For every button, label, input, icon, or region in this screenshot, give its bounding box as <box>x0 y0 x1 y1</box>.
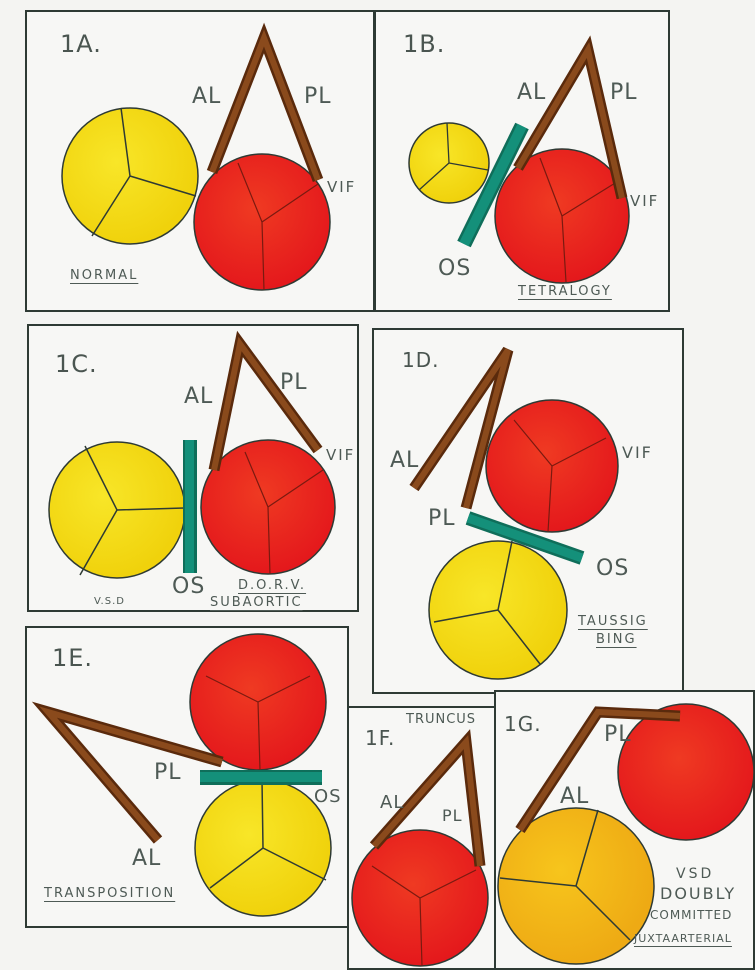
al-label: AL <box>560 784 589 809</box>
doubly-label: DOUBLY <box>660 884 736 903</box>
panel-1c-id: 1C. <box>55 350 98 378</box>
os-label: OS <box>314 786 342 807</box>
diagram-1f <box>352 742 488 966</box>
os-label: OS <box>172 574 205 599</box>
vsd-label: VSD <box>676 866 714 882</box>
committed-label: COMMITTED <box>650 908 732 922</box>
vif-label: VIF <box>326 446 355 464</box>
pulmonary-valve <box>409 123 489 203</box>
panel-1b-caption: TETRALOGY <box>518 284 612 299</box>
truncal-valve <box>352 830 488 966</box>
juxtaarterial-label: JUXTAARTERIAL <box>634 932 732 945</box>
al-label: AL <box>517 80 546 105</box>
pl-label: PL <box>442 806 463 825</box>
subaortic-label: SUBAORTIC <box>210 595 303 610</box>
pl-label: PL <box>280 370 308 395</box>
pulmonary-valve <box>62 108 198 244</box>
truncus-label: TRUNCUS <box>406 712 476 727</box>
outlet-septum <box>183 440 197 573</box>
diagram-1e <box>48 634 331 916</box>
panel-1d-id: 1D. <box>402 348 439 372</box>
panel-1a-id: 1A. <box>60 30 102 58</box>
al-label: AL <box>380 792 404 813</box>
taussig-label: TAUSSIG <box>578 614 648 629</box>
vif-label: VIF <box>327 178 356 196</box>
pl-label: PL <box>610 80 638 105</box>
pulmonary-valve <box>195 780 331 916</box>
os-label: OS <box>596 556 629 581</box>
pulmonary-valve <box>498 808 654 964</box>
al-label: AL <box>192 84 221 109</box>
panel-1e-caption: TRANSPOSITION <box>44 886 175 901</box>
os-label: OS <box>438 256 471 281</box>
panel-1g-id: 1G. <box>504 712 542 736</box>
panel-1e-id: 1E. <box>52 644 93 672</box>
al-label: AL <box>390 448 419 473</box>
aortic-valve <box>618 704 754 840</box>
panel-1b-id: 1B. <box>403 30 445 58</box>
vsd-label: V.S.D <box>94 596 125 607</box>
bing-label: BING <box>596 632 637 647</box>
pulmonary-valve <box>49 442 185 578</box>
pulmonary-valve <box>429 541 567 679</box>
aortic-valve <box>194 154 330 290</box>
vif-label: VIF <box>622 443 653 462</box>
dorv-label: D.O.R.V. <box>238 578 306 593</box>
aortic-valve <box>495 149 629 283</box>
aortic-valve <box>190 634 326 770</box>
pl-label: PL <box>154 760 182 785</box>
outlet-septum <box>200 770 322 785</box>
al-label: AL <box>132 846 161 871</box>
vif-label: VIF <box>630 192 659 210</box>
al-label: AL <box>184 384 213 409</box>
panel-1f-id: 1F. <box>365 726 395 750</box>
panel-1a-caption: NORMAL <box>70 268 138 283</box>
pl-label: PL <box>428 506 456 531</box>
pl-label: PL <box>604 722 632 747</box>
pl-label: PL <box>304 84 332 109</box>
aortic-valve <box>486 400 618 532</box>
diagram-1a <box>62 38 330 290</box>
